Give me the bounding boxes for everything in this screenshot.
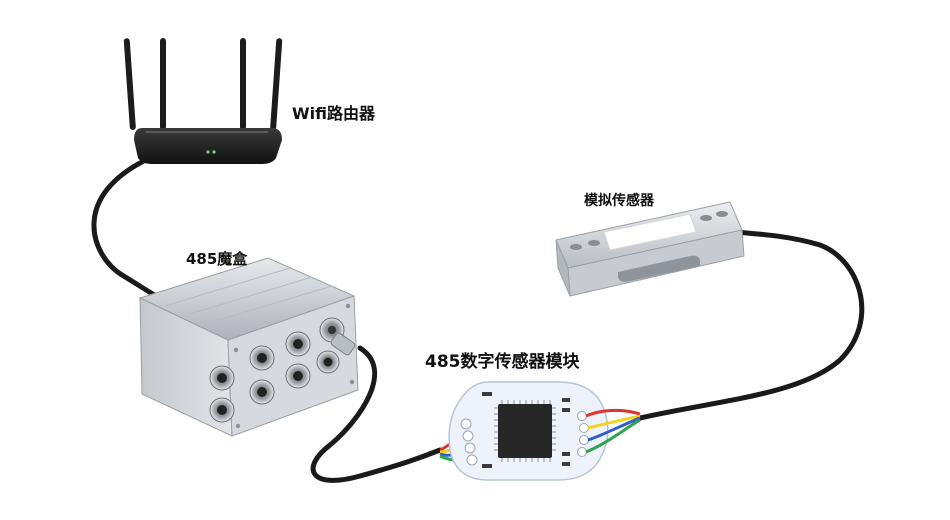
cable-router-to-box	[91, 155, 179, 308]
box-connector	[209, 397, 235, 423]
pcb-component	[562, 462, 570, 466]
router-antenna	[160, 38, 166, 130]
module-label: 485数字传感器模块	[425, 352, 580, 372]
pcb-component	[562, 398, 570, 402]
box-connector	[209, 365, 235, 391]
box-connector	[285, 331, 311, 357]
loadcell-end	[555, 239, 571, 297]
cable-module-to-sensor	[637, 229, 865, 421]
box-rib	[211, 285, 333, 323]
loadcell-hole	[588, 240, 600, 246]
box-rib	[164, 267, 291, 307]
box-connector	[285, 363, 311, 389]
rs485-sensor-module	[439, 381, 641, 481]
wire-red-right	[585, 408, 641, 418]
wifi-router	[123, 38, 283, 164]
pcb-component	[482, 464, 492, 468]
box-label: 485魔盒	[186, 250, 248, 268]
loadcell-hole	[700, 215, 712, 221]
box-cable-gland	[319, 317, 356, 356]
box-screw	[349, 379, 355, 385]
box-screw	[345, 303, 351, 309]
pcb-pad	[577, 447, 587, 457]
cable-box-to-module	[310, 345, 443, 483]
pcb-pad	[577, 411, 587, 421]
loadcell-hole	[716, 211, 728, 217]
wire-blue-right	[587, 416, 641, 442]
router-led	[212, 150, 216, 154]
router-led	[206, 150, 210, 154]
wire-green-right	[585, 418, 641, 454]
rs485-box	[138, 257, 359, 437]
router-body	[134, 128, 282, 164]
router-antenna	[123, 38, 136, 131]
pcb-pad	[464, 442, 476, 454]
box-screw	[233, 347, 239, 353]
loadcell-slot	[618, 255, 700, 282]
pcb-pad	[466, 454, 478, 466]
box-screw	[235, 423, 241, 429]
pcb-chip-pins	[494, 400, 556, 462]
pcb-component	[562, 408, 570, 412]
analog-load-cell	[555, 201, 745, 297]
pcb-pad	[460, 418, 472, 430]
pcb-component	[562, 452, 570, 456]
router-label: Wifi路由器	[292, 104, 375, 123]
loadcell-hole	[570, 244, 582, 250]
router-antenna	[240, 38, 246, 130]
wire-yellow-right	[587, 414, 641, 430]
loadcell-gauge-cover	[603, 213, 697, 251]
box-connector	[249, 379, 275, 405]
router-antenna	[270, 38, 283, 131]
pcb-pad	[462, 430, 474, 442]
box-connector	[249, 345, 275, 371]
pcb-component	[482, 392, 492, 396]
pcb-chip	[498, 404, 552, 458]
analog-sensor-label: 模拟传感器	[584, 193, 654, 209]
pcb-pad	[579, 423, 589, 433]
box-connector	[316, 350, 340, 374]
box-rib	[189, 276, 313, 315]
pcb-pad	[579, 435, 589, 445]
